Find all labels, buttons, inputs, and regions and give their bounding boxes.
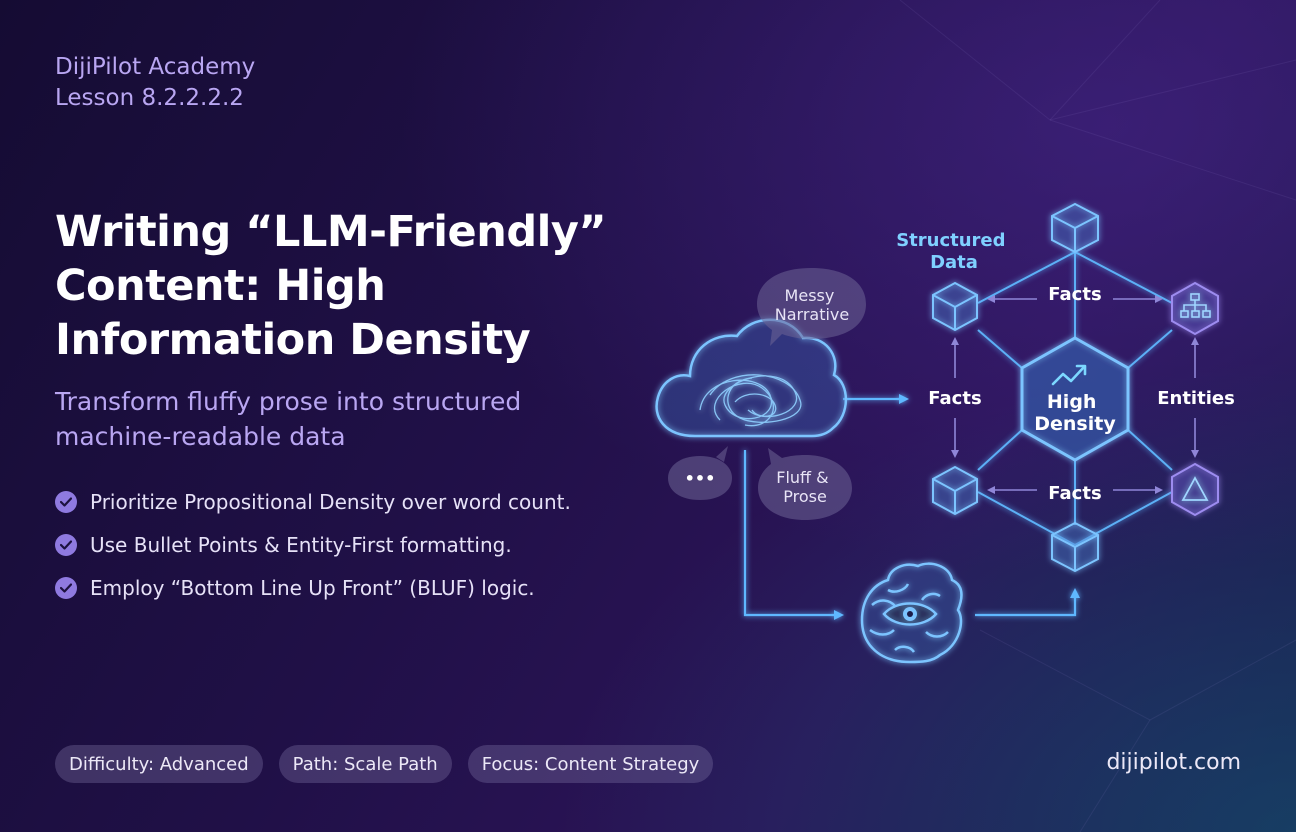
prose-line: Prose: [783, 487, 827, 506]
center-line-1: High: [1047, 391, 1097, 413]
check-icon: [55, 490, 77, 513]
cube-left-bottom-icon: [932, 465, 978, 516]
fluff-prose-bubble: Fluff & Prose: [758, 448, 852, 520]
arrow-brain-to-graph: [975, 588, 1080, 617]
page-title: Writing “LLM-Friendly” Content: High Inf…: [55, 205, 655, 367]
entities-label: Entities: [1157, 388, 1235, 409]
focus-tag: Focus: Content Strategy: [467, 745, 714, 783]
bullet-text: Use Bullet Points & Entity-First formatt…: [90, 532, 512, 557]
list-item: Employ “Bottom Line Up Front” (BLUF) log…: [55, 566, 571, 609]
triangle-hexagon-icon: [1171, 462, 1219, 517]
tag-row: Difficulty: Advanced Path: Scale Path Fo…: [55, 745, 714, 783]
list-item: Use Bullet Points & Entity-First formatt…: [55, 523, 571, 566]
subtitle: Transform fluffy prose into structured m…: [55, 384, 655, 454]
messy-narrative-bubble: Messy Narrative: [757, 268, 866, 346]
path-tag: Path: Scale Path: [278, 745, 452, 783]
svg-text:Structured Data: Structured Data: [896, 230, 1012, 273]
title-line: Writing “LLM-Friendly”: [55, 207, 607, 257]
list-item: Prioritize Propositional Density over wo…: [55, 480, 571, 523]
subtitle-line: Transform fluffy prose into structured: [55, 387, 522, 416]
cube-top-icon: [1051, 202, 1099, 254]
structured-line: Structured: [896, 230, 1005, 251]
fluff-line: Fluff &: [776, 468, 828, 487]
facts-top-label: Facts: [1048, 284, 1101, 305]
cube-bottom-icon: [1051, 521, 1099, 573]
cube-left-top-icon: [932, 281, 978, 332]
flow-lines: [743, 394, 1080, 620]
messy-line: Messy: [785, 286, 835, 305]
site-url: dijipilot.com: [1106, 750, 1241, 775]
narrative-line: Narrative: [775, 305, 849, 324]
title-line: Information Density: [55, 315, 531, 365]
svg-text:Fluff & Prose: Fluff & Prose: [776, 468, 833, 506]
lesson-number: Lesson 8.2.2.2.2: [55, 85, 244, 111]
bullet-text: Prioritize Propositional Density over wo…: [90, 489, 571, 514]
title-line: Content: High: [55, 261, 386, 311]
bullet-text: Employ “Bottom Line Up Front” (BLUF) log…: [90, 575, 535, 600]
high-density-hexagon: High Density: [1020, 336, 1130, 462]
facts-left-label: Facts: [928, 388, 981, 409]
brain-eye-icon: [860, 562, 963, 664]
hierarchy-hexagon-icon: [1171, 281, 1219, 336]
check-icon: [55, 576, 77, 599]
facts-bottom-label: Facts: [1048, 483, 1101, 504]
relation-arrows: [951, 295, 1199, 494]
data-line: Data: [930, 252, 978, 273]
bullet-list: Prioritize Propositional Density over wo…: [55, 480, 571, 609]
brand-block: DijiPilot Academy Lesson 8.2.2.2.2: [55, 52, 255, 114]
difficulty-tag: Difficulty: Advanced: [55, 745, 263, 783]
background-mesh: [899, 0, 1296, 832]
dots-text: •••: [685, 469, 716, 488]
svg-text:High Density: High Density: [1034, 391, 1116, 435]
subtitle-line: machine-readable data: [55, 422, 346, 451]
center-line-2: Density: [1034, 413, 1116, 435]
brand-name: DijiPilot Academy: [55, 54, 256, 80]
svg-text:Messy Narrative: Messy Narrative: [775, 286, 849, 324]
trend-up-icon: [1051, 364, 1087, 386]
check-icon: [55, 533, 77, 556]
arrow-down-to-brain: [743, 450, 844, 620]
dots-bubble: •••: [668, 446, 732, 500]
